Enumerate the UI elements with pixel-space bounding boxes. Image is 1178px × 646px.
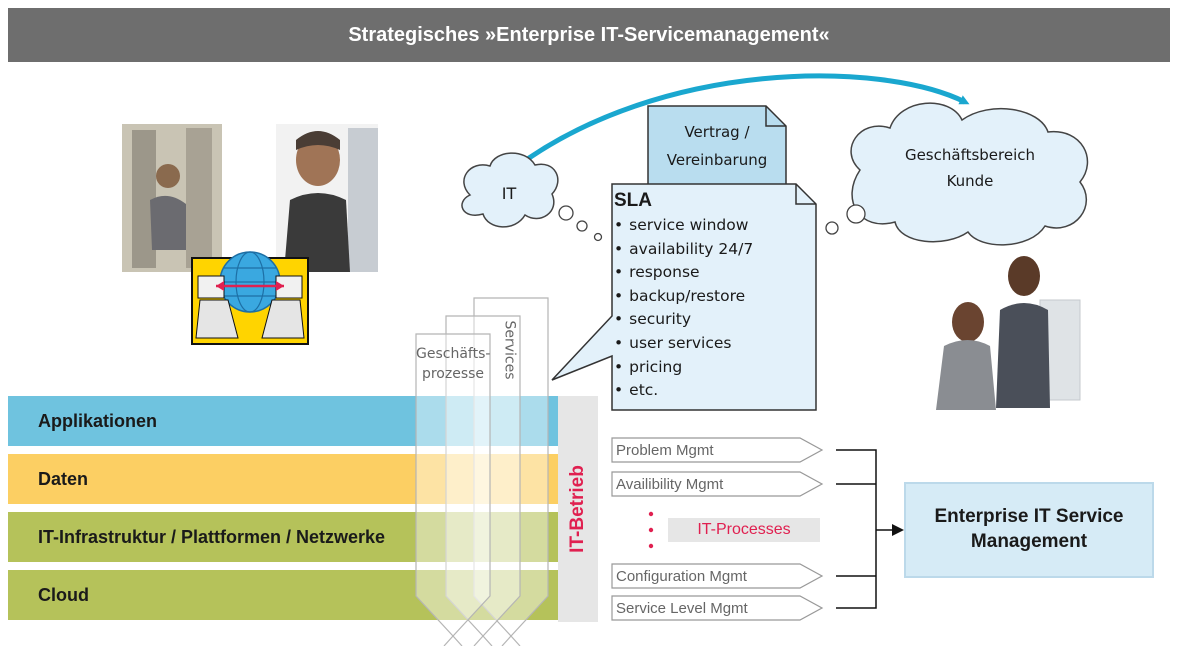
layer-infrastruktur: IT-Infrastruktur / Plattformen / Netzwer… bbox=[38, 526, 386, 547]
sla-item: security bbox=[614, 308, 753, 332]
sla-list: service window availability 24/7 respons… bbox=[614, 214, 753, 403]
sla-item: user services bbox=[614, 332, 753, 356]
chevron-service-level bbox=[611, 595, 824, 621]
layer-applikationen: Applikationen bbox=[38, 410, 158, 431]
photo-women bbox=[928, 246, 1090, 422]
sla-box: SLA service window availability 24/7 res… bbox=[614, 190, 753, 403]
sla-item: response bbox=[614, 261, 753, 285]
column-arrows bbox=[415, 297, 549, 637]
sla-item: availability 24/7 bbox=[614, 238, 753, 262]
cloud-kunde-label: Geschäftsbereich Kunde bbox=[904, 146, 1036, 190]
process-service-level-mgmt: Service Level Mgmt bbox=[616, 599, 748, 617]
sla-item: service window bbox=[614, 214, 753, 238]
it-betrieb-label: IT-Betrieb bbox=[567, 465, 588, 553]
cloud-kunde-shape bbox=[850, 102, 1089, 246]
sla-item: backup/restore bbox=[614, 285, 753, 309]
layer-cloud: Cloud bbox=[38, 584, 89, 605]
contract-document-shape bbox=[647, 105, 787, 187]
chevron-availability bbox=[611, 471, 824, 497]
process-availability-mgmt: Availibility Mgmt bbox=[616, 475, 724, 493]
sla-item: etc. bbox=[614, 379, 753, 403]
sla-title: SLA bbox=[614, 190, 652, 211]
process-problem-mgmt: Problem Mgmt bbox=[616, 441, 714, 459]
cloud-it-shape bbox=[461, 152, 559, 228]
cloud-it-label: IT bbox=[501, 184, 517, 203]
enterprise-it-service-management-box: Enterprise IT Service Management bbox=[904, 482, 1154, 578]
column-label-geschaeftsprozesse: Geschäfts- prozesse bbox=[416, 346, 491, 382]
column-label-services: Services bbox=[502, 320, 519, 380]
network-globe-icon bbox=[191, 251, 309, 345]
photo-datacenter bbox=[122, 124, 222, 272]
chevron-problem bbox=[611, 437, 824, 463]
double-arrow-icon bbox=[508, 73, 970, 175]
it-processes-label: IT-Processes bbox=[668, 518, 820, 542]
sla-item: pricing bbox=[614, 356, 753, 380]
layer-daten: Daten bbox=[38, 468, 89, 489]
page-title: Strategisches »Enterprise IT-Servicemana… bbox=[8, 8, 1170, 62]
chevron-configuration bbox=[611, 563, 824, 589]
contract-label: Vertrag / Vereinbarung bbox=[666, 123, 768, 169]
photo-man bbox=[276, 124, 378, 272]
process-configuration-mgmt: Configuration Mgmt bbox=[616, 567, 747, 585]
